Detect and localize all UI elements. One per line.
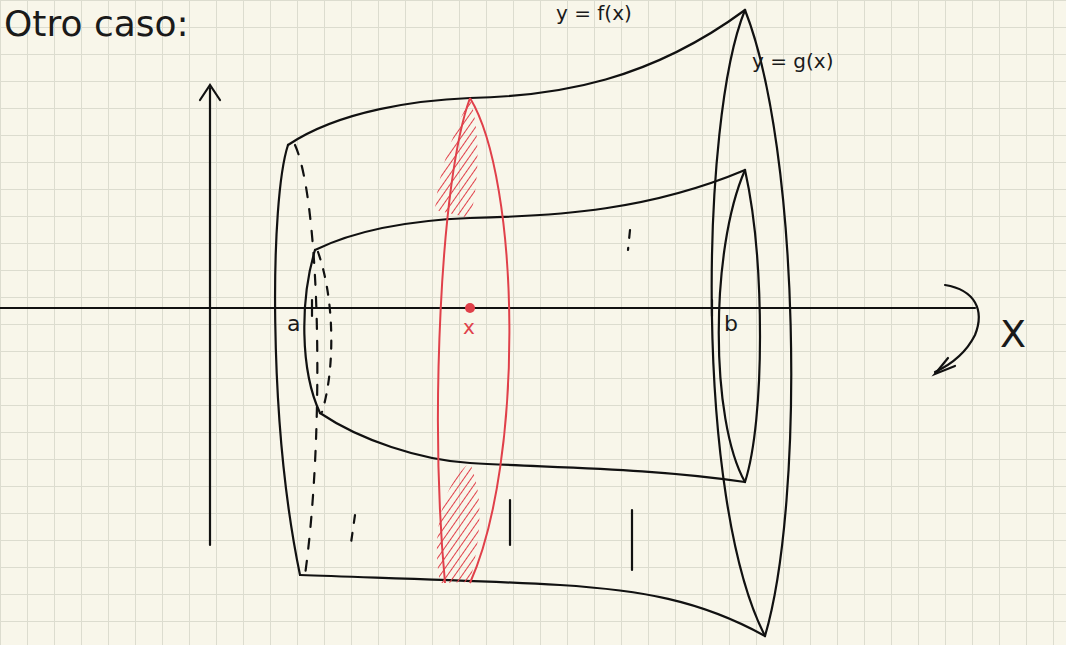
axis-point: b bbox=[724, 312, 738, 336]
heading: Otro caso: bbox=[4, 4, 189, 44]
axis-name: X bbox=[1000, 314, 1026, 356]
curve-label: y = f(x) bbox=[556, 2, 632, 24]
curve-label: y = g(x) bbox=[752, 50, 833, 72]
axis-point: a bbox=[287, 312, 300, 336]
axis-point: x bbox=[463, 316, 475, 338]
